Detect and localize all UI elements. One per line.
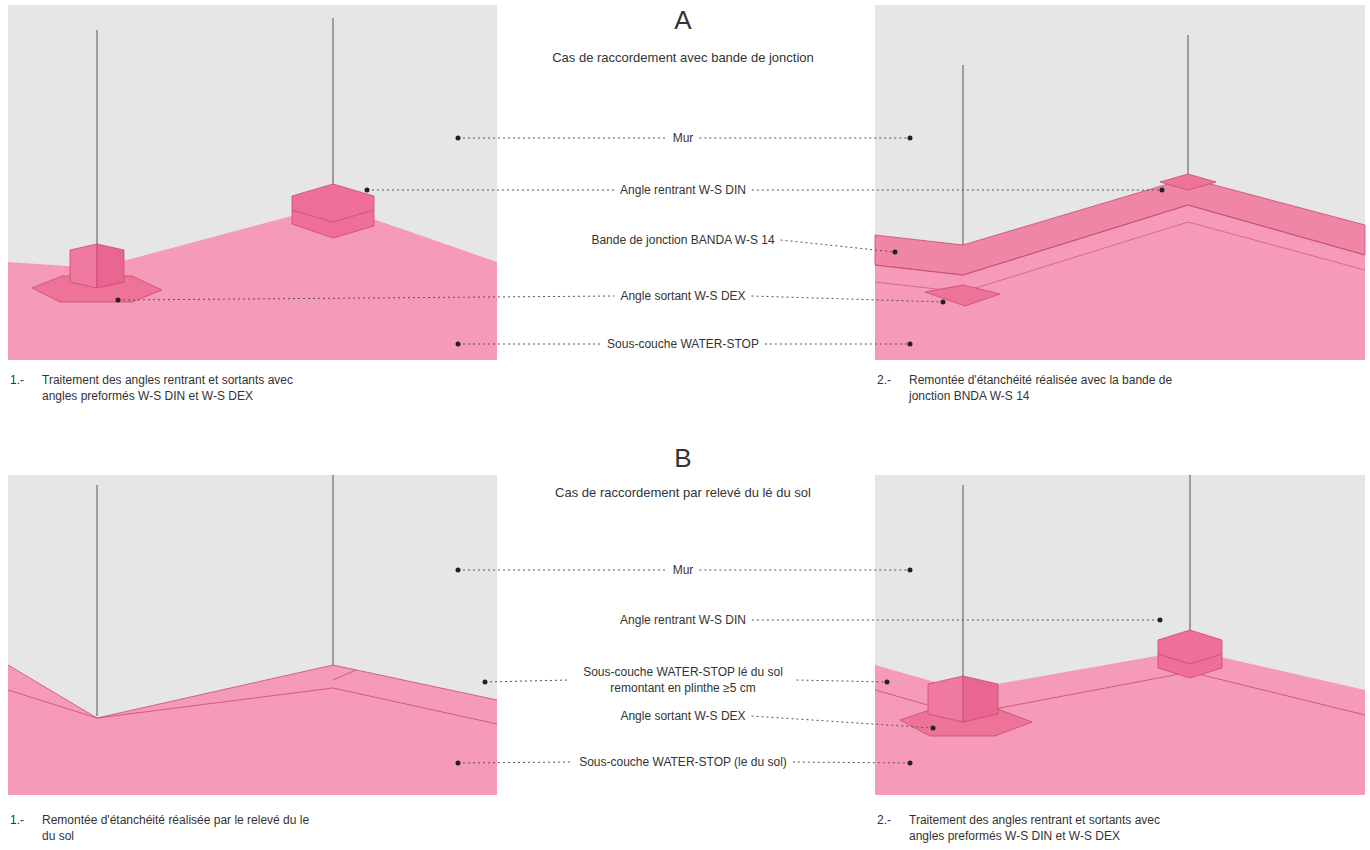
wall-edge xyxy=(1188,35,1189,185)
upturn-top xyxy=(8,665,497,718)
outer-corner-piece xyxy=(928,676,963,722)
inner-corner-fold xyxy=(292,210,374,222)
panel-a1 xyxy=(8,5,497,360)
band-flap xyxy=(875,222,1365,292)
inner-corner-top xyxy=(1160,174,1216,190)
leader-dot xyxy=(456,342,461,347)
step-number: 1.- xyxy=(8,812,26,828)
leader-line xyxy=(752,190,1162,191)
callout-label: Sous-couche WATER-STOP lé du sol remonta… xyxy=(574,664,793,696)
step-caption: Traitement des angles rentrant et sortan… xyxy=(40,372,314,404)
leader-line xyxy=(781,240,895,252)
leader-dot xyxy=(456,136,461,141)
leader-line xyxy=(793,762,910,763)
step-number: 2.- xyxy=(875,812,893,828)
leader-dot xyxy=(365,188,370,193)
wall-edge xyxy=(97,485,98,716)
callout-label: Sous-couche WATER-STOP (le du sol) xyxy=(577,754,789,770)
step-number: 1.- xyxy=(8,372,26,388)
leader-dot xyxy=(908,342,913,347)
leader-dot xyxy=(908,761,913,766)
callout-label: Mur xyxy=(671,130,696,146)
inner-corner-piece xyxy=(292,184,374,238)
wall-ground xyxy=(875,475,1365,795)
leader-line xyxy=(485,680,570,682)
wall-edge xyxy=(333,18,334,205)
outer-corner-piece xyxy=(97,244,124,288)
leader-dot xyxy=(941,300,946,305)
inner-corner-piece xyxy=(1158,630,1222,678)
step-number: 2.- xyxy=(875,372,893,388)
leader-line xyxy=(367,190,614,191)
outer-corner-piece xyxy=(70,244,97,288)
section-subtitle: Cas de raccordement avec bande de joncti… xyxy=(550,49,816,66)
section-subtitle: Cas de raccordement par relevé du lé du … xyxy=(553,484,813,501)
leader-line xyxy=(458,344,601,345)
leader-dot xyxy=(908,136,913,141)
wall-edge xyxy=(97,30,98,268)
leader-line xyxy=(458,762,573,763)
leader-line xyxy=(118,296,614,300)
leader-line xyxy=(765,344,910,345)
upturn-base xyxy=(8,688,497,724)
callout-label: Angle rentrant W-S DIN xyxy=(618,612,748,628)
leader-line xyxy=(458,570,667,571)
leader-dot xyxy=(456,761,461,766)
panel-b1 xyxy=(8,475,497,795)
callout-label: Mur xyxy=(671,562,696,578)
wall-edge xyxy=(333,475,334,665)
wall-edge xyxy=(963,485,964,690)
leader-dot xyxy=(885,680,890,685)
floor-underlay xyxy=(875,650,1365,795)
leader-dot xyxy=(483,680,488,685)
callout-label: Bande de jonction BANDA W-S 14 xyxy=(589,232,776,248)
section-letter: A xyxy=(672,3,693,37)
leader-dot xyxy=(116,298,121,303)
leader-dot xyxy=(1160,188,1165,193)
floor-underlay xyxy=(8,665,497,795)
leader-line xyxy=(699,570,910,571)
callout-label: Angle sortant W-S DEX xyxy=(618,708,747,724)
band-fold xyxy=(875,205,1365,275)
inner-corner-fold xyxy=(1158,654,1222,664)
leader-line xyxy=(458,138,667,139)
leader-dot xyxy=(908,568,913,573)
wall-ground xyxy=(8,475,497,795)
leader-dot xyxy=(893,250,898,255)
callout-label: Sous-couche WATER-STOP xyxy=(605,336,761,352)
callout-label: Angle rentrant W-S DIN xyxy=(618,182,748,198)
wall-ground xyxy=(875,5,1365,360)
upturn-fold xyxy=(333,670,356,680)
leader-line xyxy=(797,680,888,682)
leader-dot xyxy=(456,568,461,573)
leader-dot xyxy=(1158,618,1163,623)
step-caption: Remontée d'étanchéité réalisée avec la b… xyxy=(907,372,1181,404)
step-caption: Traitement des angles rentrant et sortan… xyxy=(907,812,1181,844)
wall-edge xyxy=(963,65,964,262)
panel-a2 xyxy=(875,5,1365,360)
outer-corner-piece xyxy=(963,676,998,722)
panel-b2 xyxy=(875,475,1365,795)
leader-line xyxy=(699,138,910,139)
joint-band xyxy=(875,178,1365,275)
leader-line xyxy=(752,296,943,302)
wall-edge xyxy=(1190,475,1191,650)
wall-ground xyxy=(8,5,497,360)
floor-underlay xyxy=(8,205,497,360)
step-caption: Remontée d'étanchéité réalisée par le re… xyxy=(40,812,314,844)
section-letter: B xyxy=(672,441,693,475)
leader-dot xyxy=(931,726,936,731)
leader-line xyxy=(752,716,933,728)
outer-corner-flap xyxy=(925,285,1000,306)
callout-label: Angle sortant W-S DEX xyxy=(618,288,747,304)
leader-line xyxy=(752,620,1160,621)
